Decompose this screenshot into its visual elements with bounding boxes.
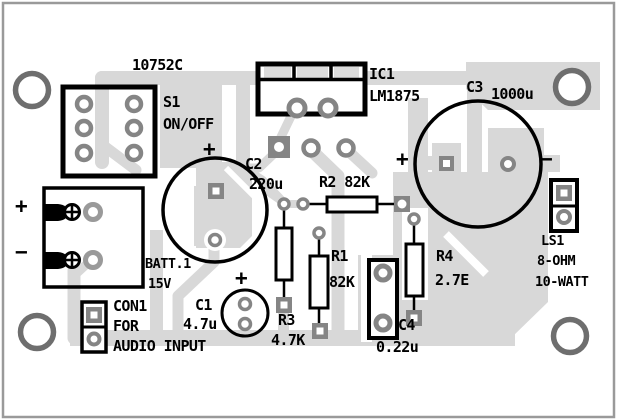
c1-capacitor-footprint [220,288,270,338]
r2-resistor-footprint [277,195,410,214]
c2-value-label: 220u [249,175,283,193]
con1-ref-label: CON1 [113,297,147,315]
mounting-hole [550,316,590,356]
c2-plus-sign: + [203,137,216,161]
c1-plus-sign: + [235,266,248,290]
c4-capacitor-footprint [367,258,399,340]
ls1-ohm-label: 8-OHM [537,253,576,269]
r1-ref-label: R1 [331,247,348,265]
r4-ref-label: R4 [436,247,453,265]
ls1-header-footprint [549,178,579,233]
ic1-ref-label: IC1 [369,65,395,83]
c2-ref-label: C2 [245,155,262,173]
c3-plus-sign: + [396,147,409,171]
ls1-ref-label: LS1 [541,233,564,249]
c1-value-label: 4.7u [183,315,217,333]
battery-value-label: 15V [148,276,171,292]
battery-plus-sign: + [15,194,28,218]
mounting-hole [12,70,52,110]
c4-ref-label: C4 [398,316,415,334]
ls1-watt-label: 10-WATT [535,274,589,290]
r2-label: R2 82K [319,173,370,191]
r3-ref-label: R3 [278,311,295,329]
s1-value-label: ON/OFF [163,115,214,133]
ic1-value-label: LM1875 [369,87,420,105]
r4-value-label: 2.7E [435,271,469,289]
c2-capacitor-footprint [161,156,269,264]
battery-minus-sign: − [15,240,28,264]
r3-value-label: 4.7K [271,331,305,349]
r1-resistor-footprint [308,226,330,339]
c3-value-label: 1000u [491,85,534,103]
board-code-label: 10752C [132,56,183,74]
r4-resistor-footprint [404,212,425,326]
con1-for-label: FOR [113,317,139,335]
c3-capacitor-footprint [413,99,543,229]
c4-value-label: 0.22u [376,338,419,356]
c3-ref-label: C3 [466,78,483,96]
r1-value-label: 82K [329,273,355,291]
ic1-pad-row [268,136,356,158]
r3-resistor-footprint [274,226,294,313]
c1-ref-label: C1 [195,296,212,314]
s1-ref-label: S1 [163,93,180,111]
battery-connector-footprint [42,186,145,289]
ic1-footprint [255,61,368,119]
mounting-hole [17,312,57,352]
s1-switch-footprint [60,84,158,179]
con1-audio-input-label: AUDIO INPUT [113,337,206,355]
battery-ref-label: BATT.1 [145,256,191,272]
c3-minus-sign: − [540,147,553,171]
mounting-holes [12,67,592,356]
con1-header-footprint [80,300,108,354]
mounting-hole [552,67,592,107]
